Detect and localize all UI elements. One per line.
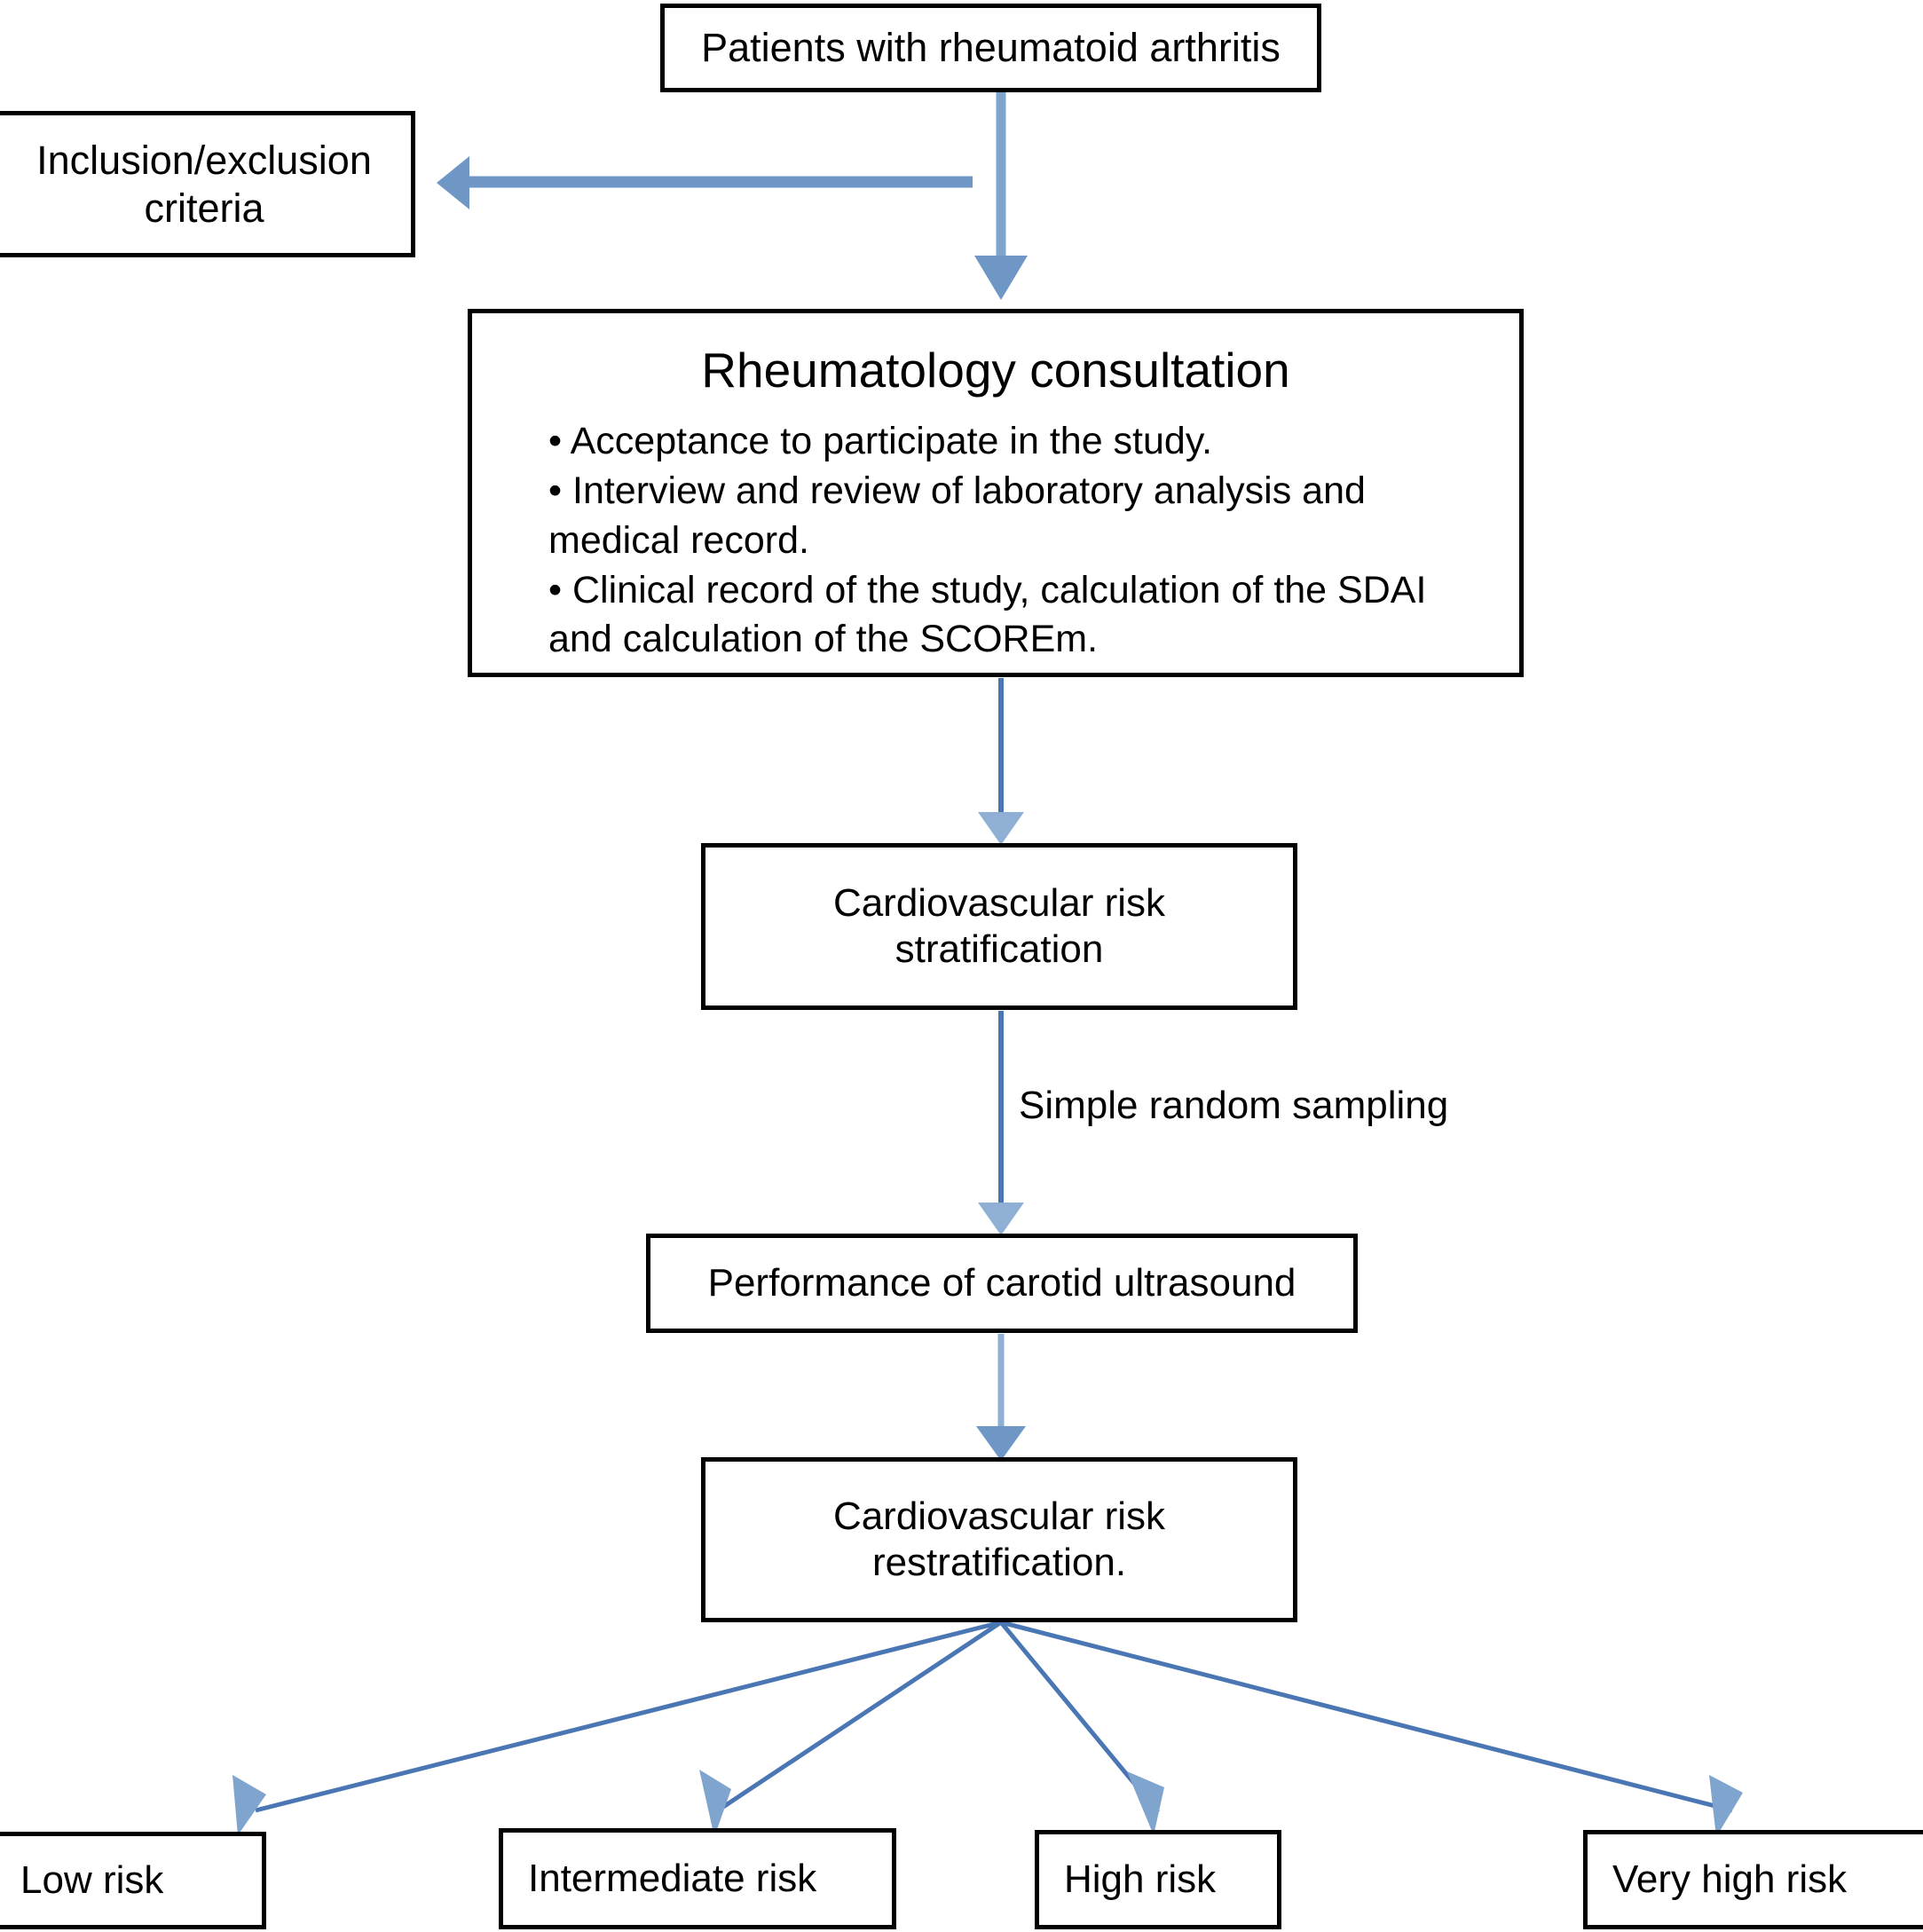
node-consultation-heading: Rheumatology consultation xyxy=(701,343,1290,398)
consultation-bullet-3: • Clinical record of the study, calculat… xyxy=(548,568,1427,661)
node-high-risk: High risk xyxy=(1035,1830,1281,1929)
node-cardiovascular-risk-restratification: Cardiovascular risk restratification. xyxy=(701,1457,1297,1622)
node-criteria-label: Inclusion/exclusion criteria xyxy=(36,138,372,231)
node-intermediate-risk-label: Intermediate risk xyxy=(528,1857,817,1900)
arrow-restratification-to-intermediate-risk xyxy=(699,1620,1003,1837)
node-patients-label: Patients with rheumatoid arthritis xyxy=(701,25,1281,71)
node-cardiovascular-risk-stratification: Cardiovascular risk stratification xyxy=(701,843,1297,1010)
arrow-stratification-to-carotid xyxy=(978,1011,1024,1235)
node-low-risk: Low risk xyxy=(0,1832,266,1929)
node-intermediate-risk: Intermediate risk xyxy=(499,1828,896,1929)
node-very-high-risk: Very high risk xyxy=(1583,1830,1923,1929)
arrow-restratification-to-high-risk xyxy=(999,1621,1164,1835)
node-patients-with-rheumatoid-arthritis: Patients with rheumatoid arthritis xyxy=(660,4,1321,92)
edge-label-simple-random-sampling: Simple random sampling xyxy=(1019,1084,1449,1127)
node-rheumatology-consultation: Rheumatology consultation • Acceptance t… xyxy=(468,309,1524,677)
arrow-consultation-to-stratification xyxy=(978,678,1024,845)
arrow-restratification-to-low-risk xyxy=(232,1620,1002,1835)
node-low-risk-label: Low risk xyxy=(20,1858,164,1902)
node-carotid-label: Performance of carotid ultrasound xyxy=(707,1261,1296,1305)
node-restratification-label: Cardiovascular risk restratification. xyxy=(832,1494,1166,1584)
node-very-high-risk-label: Very high risk xyxy=(1612,1857,1848,1901)
arrow-restratification-to-very-high-risk xyxy=(1000,1620,1743,1837)
arrow-carotid-to-restratification xyxy=(976,1334,1026,1461)
node-performance-of-carotid-ultrasound: Performance of carotid ultrasound xyxy=(646,1234,1358,1333)
node-stratification-label: Cardiovascular risk stratification xyxy=(832,881,1166,971)
node-inclusion-exclusion-criteria: Inclusion/exclusion criteria xyxy=(0,111,415,257)
arrow-patients-to-consultation xyxy=(974,92,1028,300)
arrow-patients-to-criteria xyxy=(437,156,973,209)
consultation-bullet-2: • Interview and review of laboratory ana… xyxy=(548,469,1366,562)
consultation-bullet-1: • Acceptance to participate in the study… xyxy=(548,419,1213,462)
node-high-risk-label: High risk xyxy=(1064,1857,1217,1901)
node-consultation-bullets: • Acceptance to participate in the study… xyxy=(472,417,1519,665)
